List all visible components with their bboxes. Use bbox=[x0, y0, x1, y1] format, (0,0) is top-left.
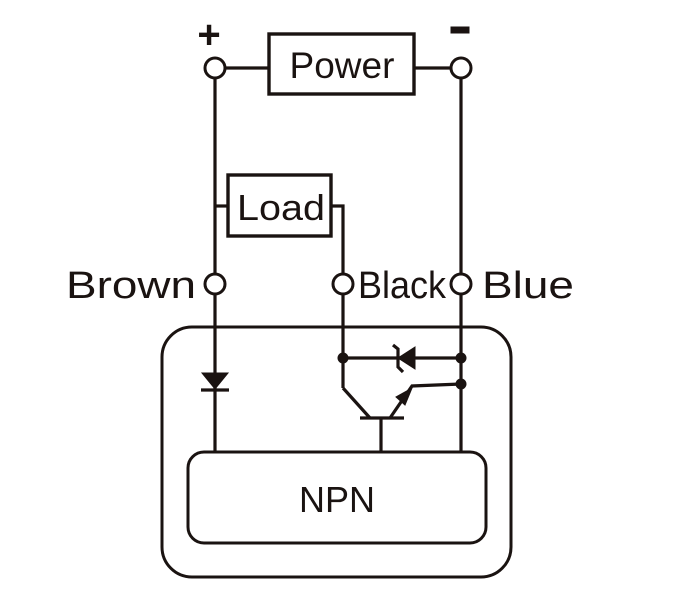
brown-terminal bbox=[203, 272, 227, 296]
emitter-lead bbox=[388, 382, 462, 419]
npn-circuit-block: NPN bbox=[186, 450, 488, 545]
npn-box bbox=[186, 450, 488, 545]
zener-diode-icon bbox=[392, 343, 416, 374]
sensor-body bbox=[160, 325, 513, 579]
positive-symbol: + bbox=[197, 13, 220, 57]
power-label: Power bbox=[290, 45, 395, 86]
negative-terminal bbox=[449, 56, 473, 80]
npn-label: NPN bbox=[299, 479, 375, 520]
emitter-arrow-icon bbox=[395, 386, 414, 406]
black-terminal bbox=[331, 272, 355, 296]
blue-terminal bbox=[449, 272, 473, 296]
protection-diode-icon bbox=[200, 372, 230, 392]
brown-label: Brown bbox=[66, 265, 196, 307]
black-label: Black bbox=[358, 265, 447, 307]
junction-dot bbox=[337, 352, 349, 364]
collector-lead bbox=[341, 386, 372, 420]
power-supply: Power bbox=[267, 32, 416, 96]
blue-label: Blue bbox=[482, 265, 574, 307]
junction-dot bbox=[455, 378, 467, 390]
positive-terminal bbox=[203, 56, 227, 80]
power-box bbox=[267, 32, 416, 96]
load: Load bbox=[226, 173, 333, 238]
load-wire-right bbox=[331, 204, 345, 274]
npn-transistor-icon bbox=[341, 382, 462, 453]
junction-dot bbox=[455, 352, 467, 364]
load-box bbox=[226, 173, 333, 238]
load-label: Load bbox=[237, 187, 325, 228]
negative-symbol bbox=[450, 26, 470, 34]
